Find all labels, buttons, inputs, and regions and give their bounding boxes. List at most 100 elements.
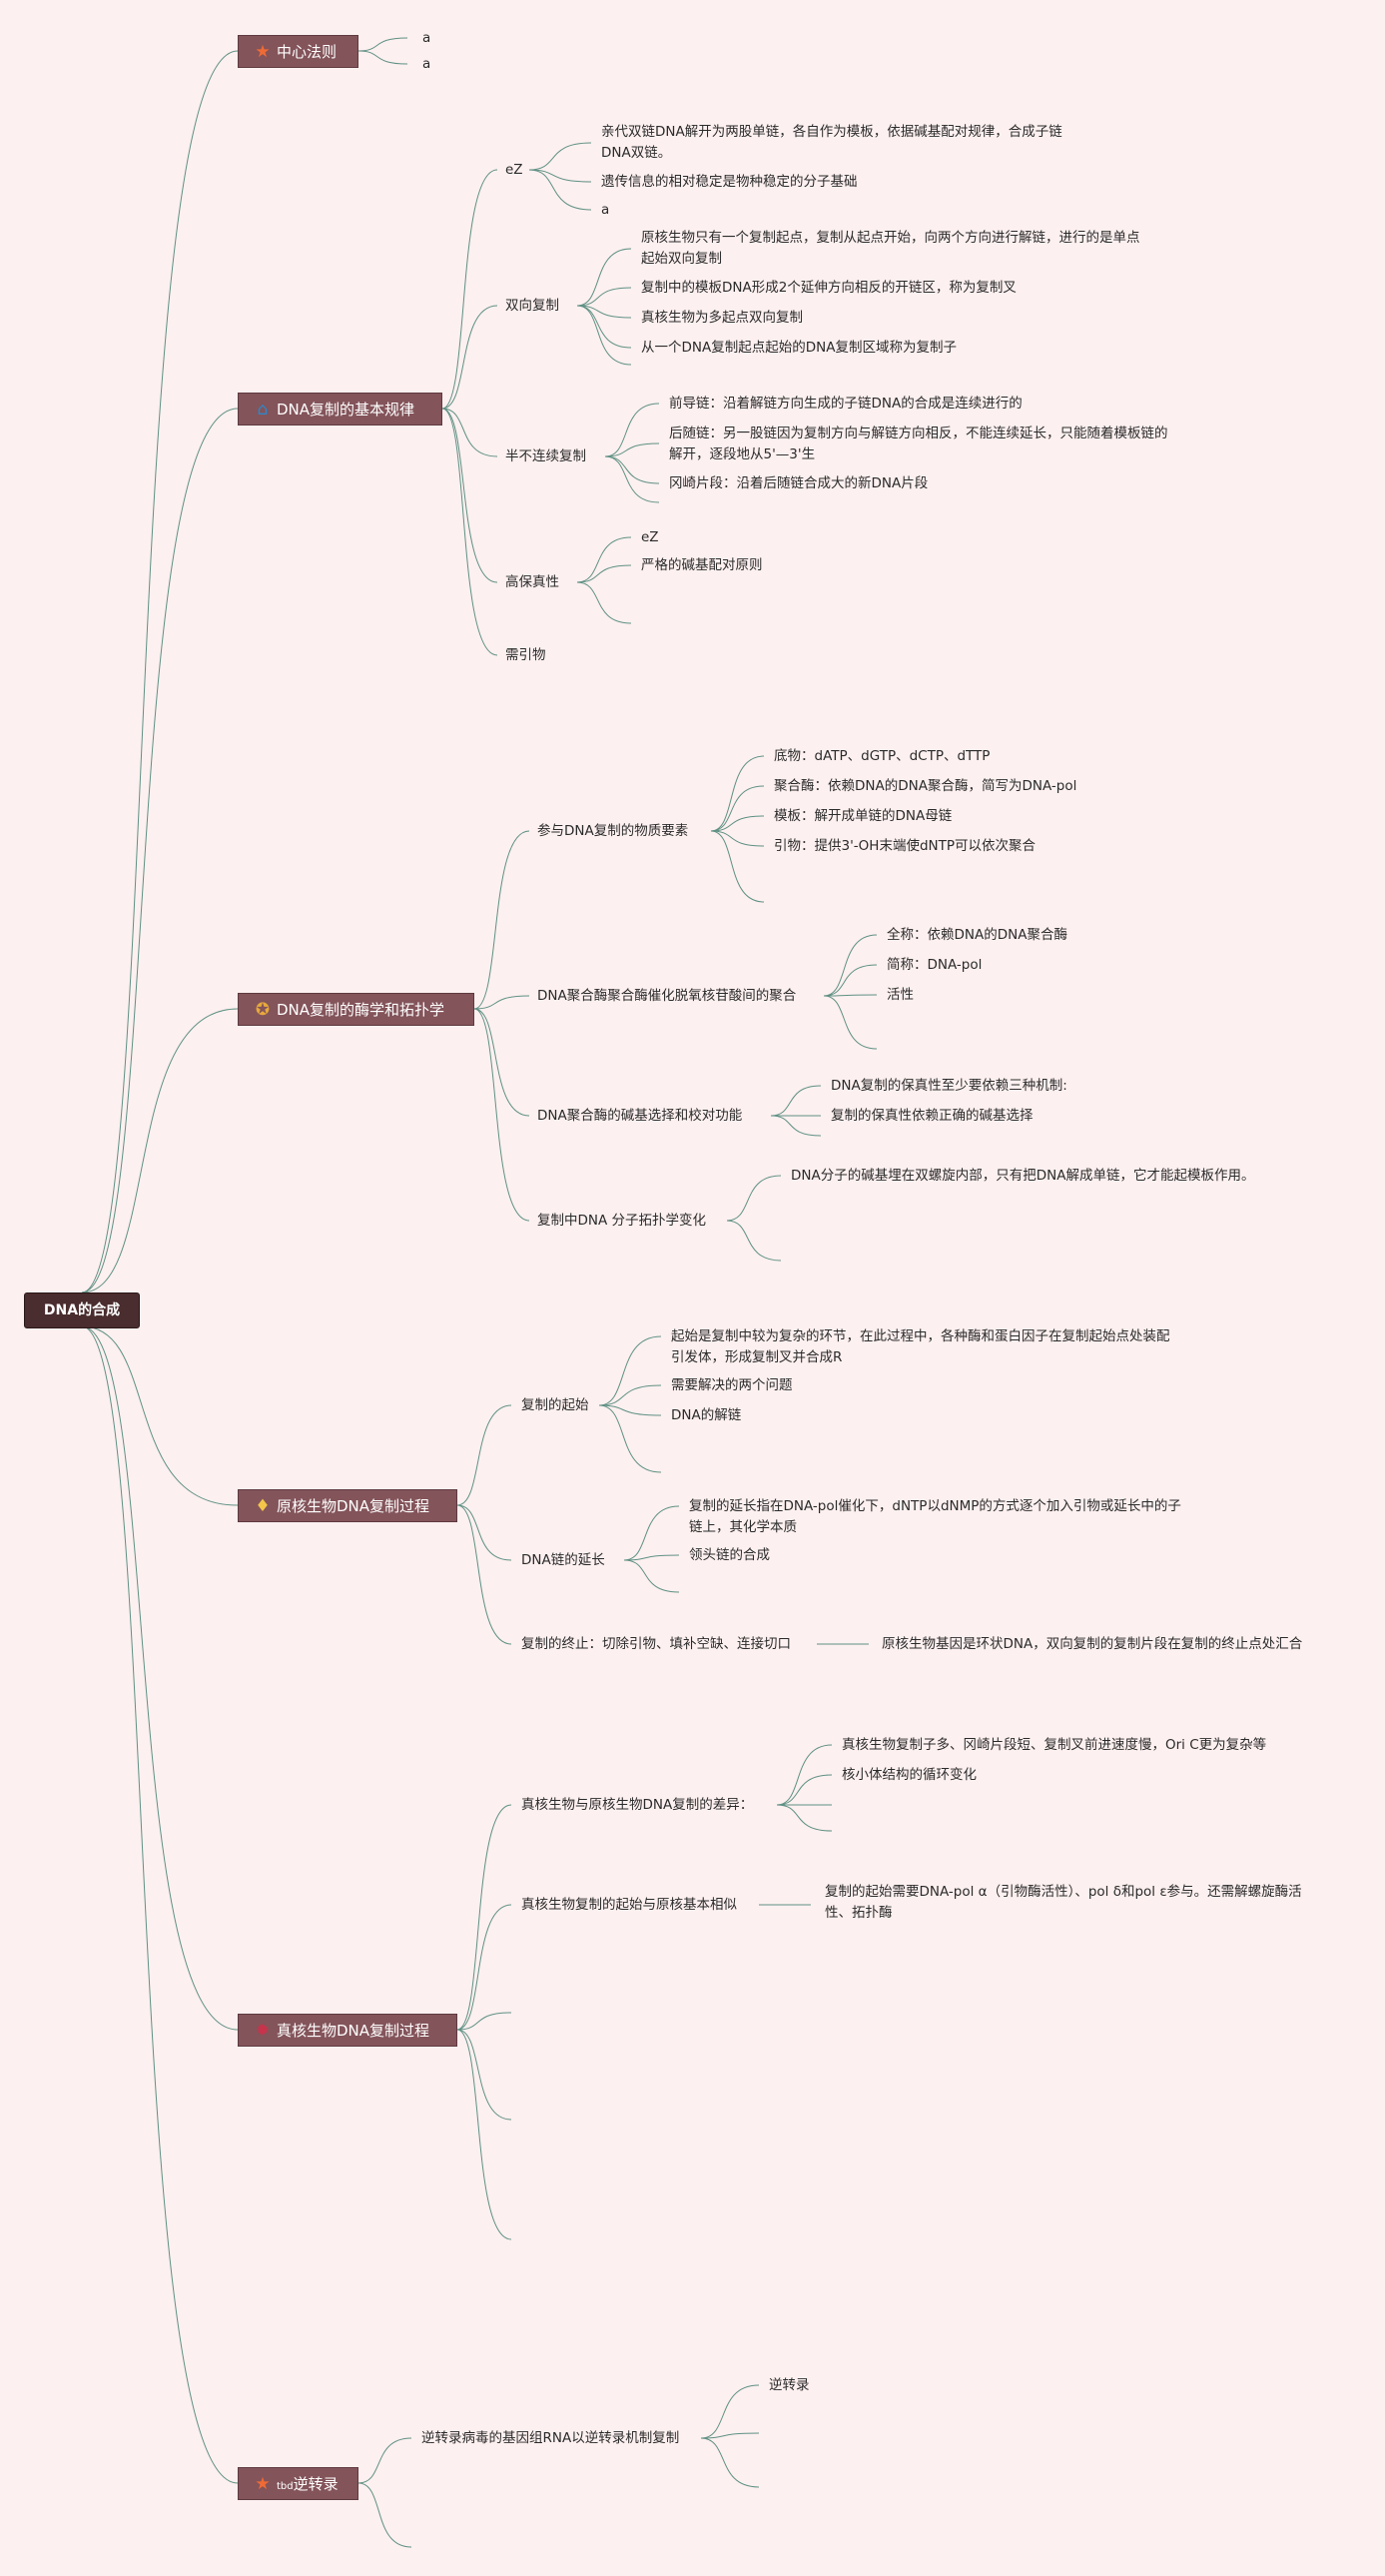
leaf: 起始是复制中较为复杂的环节，在此过程中，各种酶和蛋白因子在复制起始点处装配引发体… — [671, 1328, 1170, 1365]
branch-label: 原核生物DNA复制过程 — [277, 1497, 430, 1515]
branch-reverse-transcription[interactable]: ★ tbd逆转录 — [238, 2467, 358, 2500]
sub-topic[interactable]: DNA链的延长 — [521, 1552, 605, 1568]
connector — [441, 305, 498, 410]
connector — [623, 1554, 680, 1561]
connector — [81, 1325, 239, 2031]
leaf: 复制的起始需要DNA-pol α（引物酶活性）、pol δ和pol ε参与。还需… — [825, 1884, 1302, 1921]
connector — [456, 1804, 512, 2031]
leaf: 前导链：沿着解链方向生成的子链DNA的合成是连续进行的 — [669, 396, 1023, 412]
connector — [576, 305, 632, 319]
leaf: DNA分子的碱基埋在双螺旋内部，只有把DNA解成单链，它才能起模板作用。 — [791, 1168, 1255, 1184]
sub-topic[interactable]: DNA聚合酶聚合酶催化脱氧核苷酸间的聚合 — [537, 988, 797, 1004]
award-icon: ✪ — [255, 1000, 271, 1020]
connector — [473, 995, 530, 1010]
connector — [576, 305, 632, 349]
sub-topic[interactable]: 复制中DNA 分子拓扑学变化 — [537, 1213, 707, 1229]
sub-topic[interactable]: 半不连续复制 — [505, 448, 586, 464]
leaf: 原核生物只有一个复制起点，复制从起点开始，向两个方向进行解链，进行的是单点起始双… — [641, 230, 1140, 267]
connector — [576, 248, 632, 307]
connector — [598, 1335, 662, 1406]
connector — [456, 1404, 512, 1506]
connector — [823, 934, 878, 997]
sub-topic[interactable]: 真核生物与原核生物DNA复制的差异： — [521, 1797, 754, 1813]
connector — [710, 815, 765, 832]
connector — [623, 1505, 680, 1561]
star-icon: ★ — [255, 2474, 271, 2494]
connector — [710, 755, 765, 832]
connector — [710, 830, 765, 847]
connector — [598, 1404, 662, 1473]
connector — [357, 50, 408, 65]
connector — [456, 2029, 512, 2240]
leaf: 简称：DNA-pol — [887, 957, 983, 973]
connector — [770, 1115, 822, 1137]
connector — [473, 1008, 530, 1117]
leaf: 复制的延长指在DNA-pol催化下，dNTP以dNMP的方式逐个加入引物或延长中… — [689, 1498, 1181, 1535]
sub-topic[interactable]: 真核生物复制的起始与原核基本相似 — [521, 1897, 737, 1913]
leaf: 冈崎片段：沿着后随链合成大的新DNA片段 — [669, 475, 929, 491]
connector — [81, 1008, 239, 1293]
branch-enzymology-topology[interactable]: ✪ DNA复制的酶学和拓扑学 — [238, 993, 474, 1026]
leaf: a — [601, 202, 610, 218]
leaf: 全称：依赖DNA的DNA聚合酶 — [887, 927, 1067, 943]
leaf: 真核生物为多起点双向复制 — [641, 310, 803, 326]
connector — [81, 50, 239, 1293]
sub-topic[interactable]: DNA聚合酶的碱基选择和校对功能 — [537, 1108, 743, 1124]
connector — [710, 830, 765, 903]
connector — [473, 830, 530, 1010]
leaf: a — [422, 56, 431, 72]
connector — [357, 2482, 412, 2548]
branch-label: 中心法则 — [277, 43, 338, 61]
root-node[interactable]: DNA的合成 — [24, 1292, 140, 1328]
connector — [700, 2437, 760, 2488]
connector — [770, 1085, 822, 1117]
leaf: 逆转录 — [769, 2377, 810, 2393]
connector — [441, 408, 498, 457]
leaf: 领头链的合成 — [689, 1547, 770, 1563]
connector — [623, 1559, 680, 1593]
leaf: 活性 — [887, 987, 914, 1003]
connector — [357, 2437, 412, 2484]
connector — [604, 455, 660, 503]
connector — [528, 169, 592, 211]
connector — [823, 995, 878, 1050]
connector — [598, 1384, 662, 1406]
branch-central-dogma[interactable]: ★ 中心法则 — [238, 35, 358, 68]
leaf: a — [422, 30, 431, 46]
leaf: DNA的解链 — [671, 1407, 742, 1423]
leaf: 真核生物复制子多、冈崎片段短、复制叉前进速度慢，Ori C更为复杂等 — [842, 1737, 1267, 1753]
branch-prokaryotic-replication[interactable]: ♦ 原核生物DNA复制过程 — [238, 1489, 457, 1522]
sub-topic[interactable]: eZ — [505, 162, 523, 178]
leaf: 复制中的模板DNA形成2个延伸方向相反的开链区，称为复制叉 — [641, 280, 1017, 296]
connector — [598, 1404, 662, 1416]
connector — [456, 2012, 512, 2031]
home-icon: ⌂ — [257, 400, 269, 420]
connector — [528, 169, 592, 183]
connector — [604, 442, 660, 457]
connector — [576, 564, 632, 583]
sub-topic[interactable]: 需引物 — [505, 647, 546, 663]
leaf: eZ — [641, 529, 659, 545]
sub-topic[interactable]: 高保真性 — [505, 574, 559, 590]
connector — [81, 1325, 239, 1506]
leaf: 后随链：另一股链因为复制方向与解链方向相反，不能连续延长，只能随着模板链的解开，… — [669, 426, 1168, 462]
connector — [726, 1175, 782, 1222]
connector — [700, 2384, 760, 2439]
connector — [81, 1325, 239, 2484]
leaf: DNA复制的保真性至少要依赖三种机制: — [831, 1078, 1067, 1094]
leaf: 原核生物基因是环状DNA，双向复制的复制片段在复制的终止点处汇合 — [882, 1636, 1303, 1652]
diamond-icon: ♦ — [255, 1496, 271, 1516]
sub-topic[interactable]: 逆转录病毒的基因组RNA以逆转录机制复制 — [421, 2430, 680, 2446]
branch-basic-rules[interactable]: ⌂ DNA复制的基本规律 — [238, 393, 442, 426]
connector — [456, 1504, 512, 1561]
branch-label: 逆转录 — [293, 2475, 339, 2493]
sub-topic[interactable]: 复制的终止：切除引物、填补空缺、连接切口 — [521, 1636, 791, 1652]
sub-topic[interactable]: 参与DNA复制的物质要素 — [537, 823, 689, 839]
sub-topic[interactable]: 复制的起始 — [521, 1397, 589, 1413]
sub-topic[interactable]: 双向复制 — [505, 298, 559, 314]
connector — [357, 37, 408, 52]
branch-eukaryotic-replication[interactable]: ✹ 真核生物DNA复制过程 — [238, 2014, 457, 2047]
connector — [441, 169, 498, 410]
connector — [576, 536, 632, 583]
